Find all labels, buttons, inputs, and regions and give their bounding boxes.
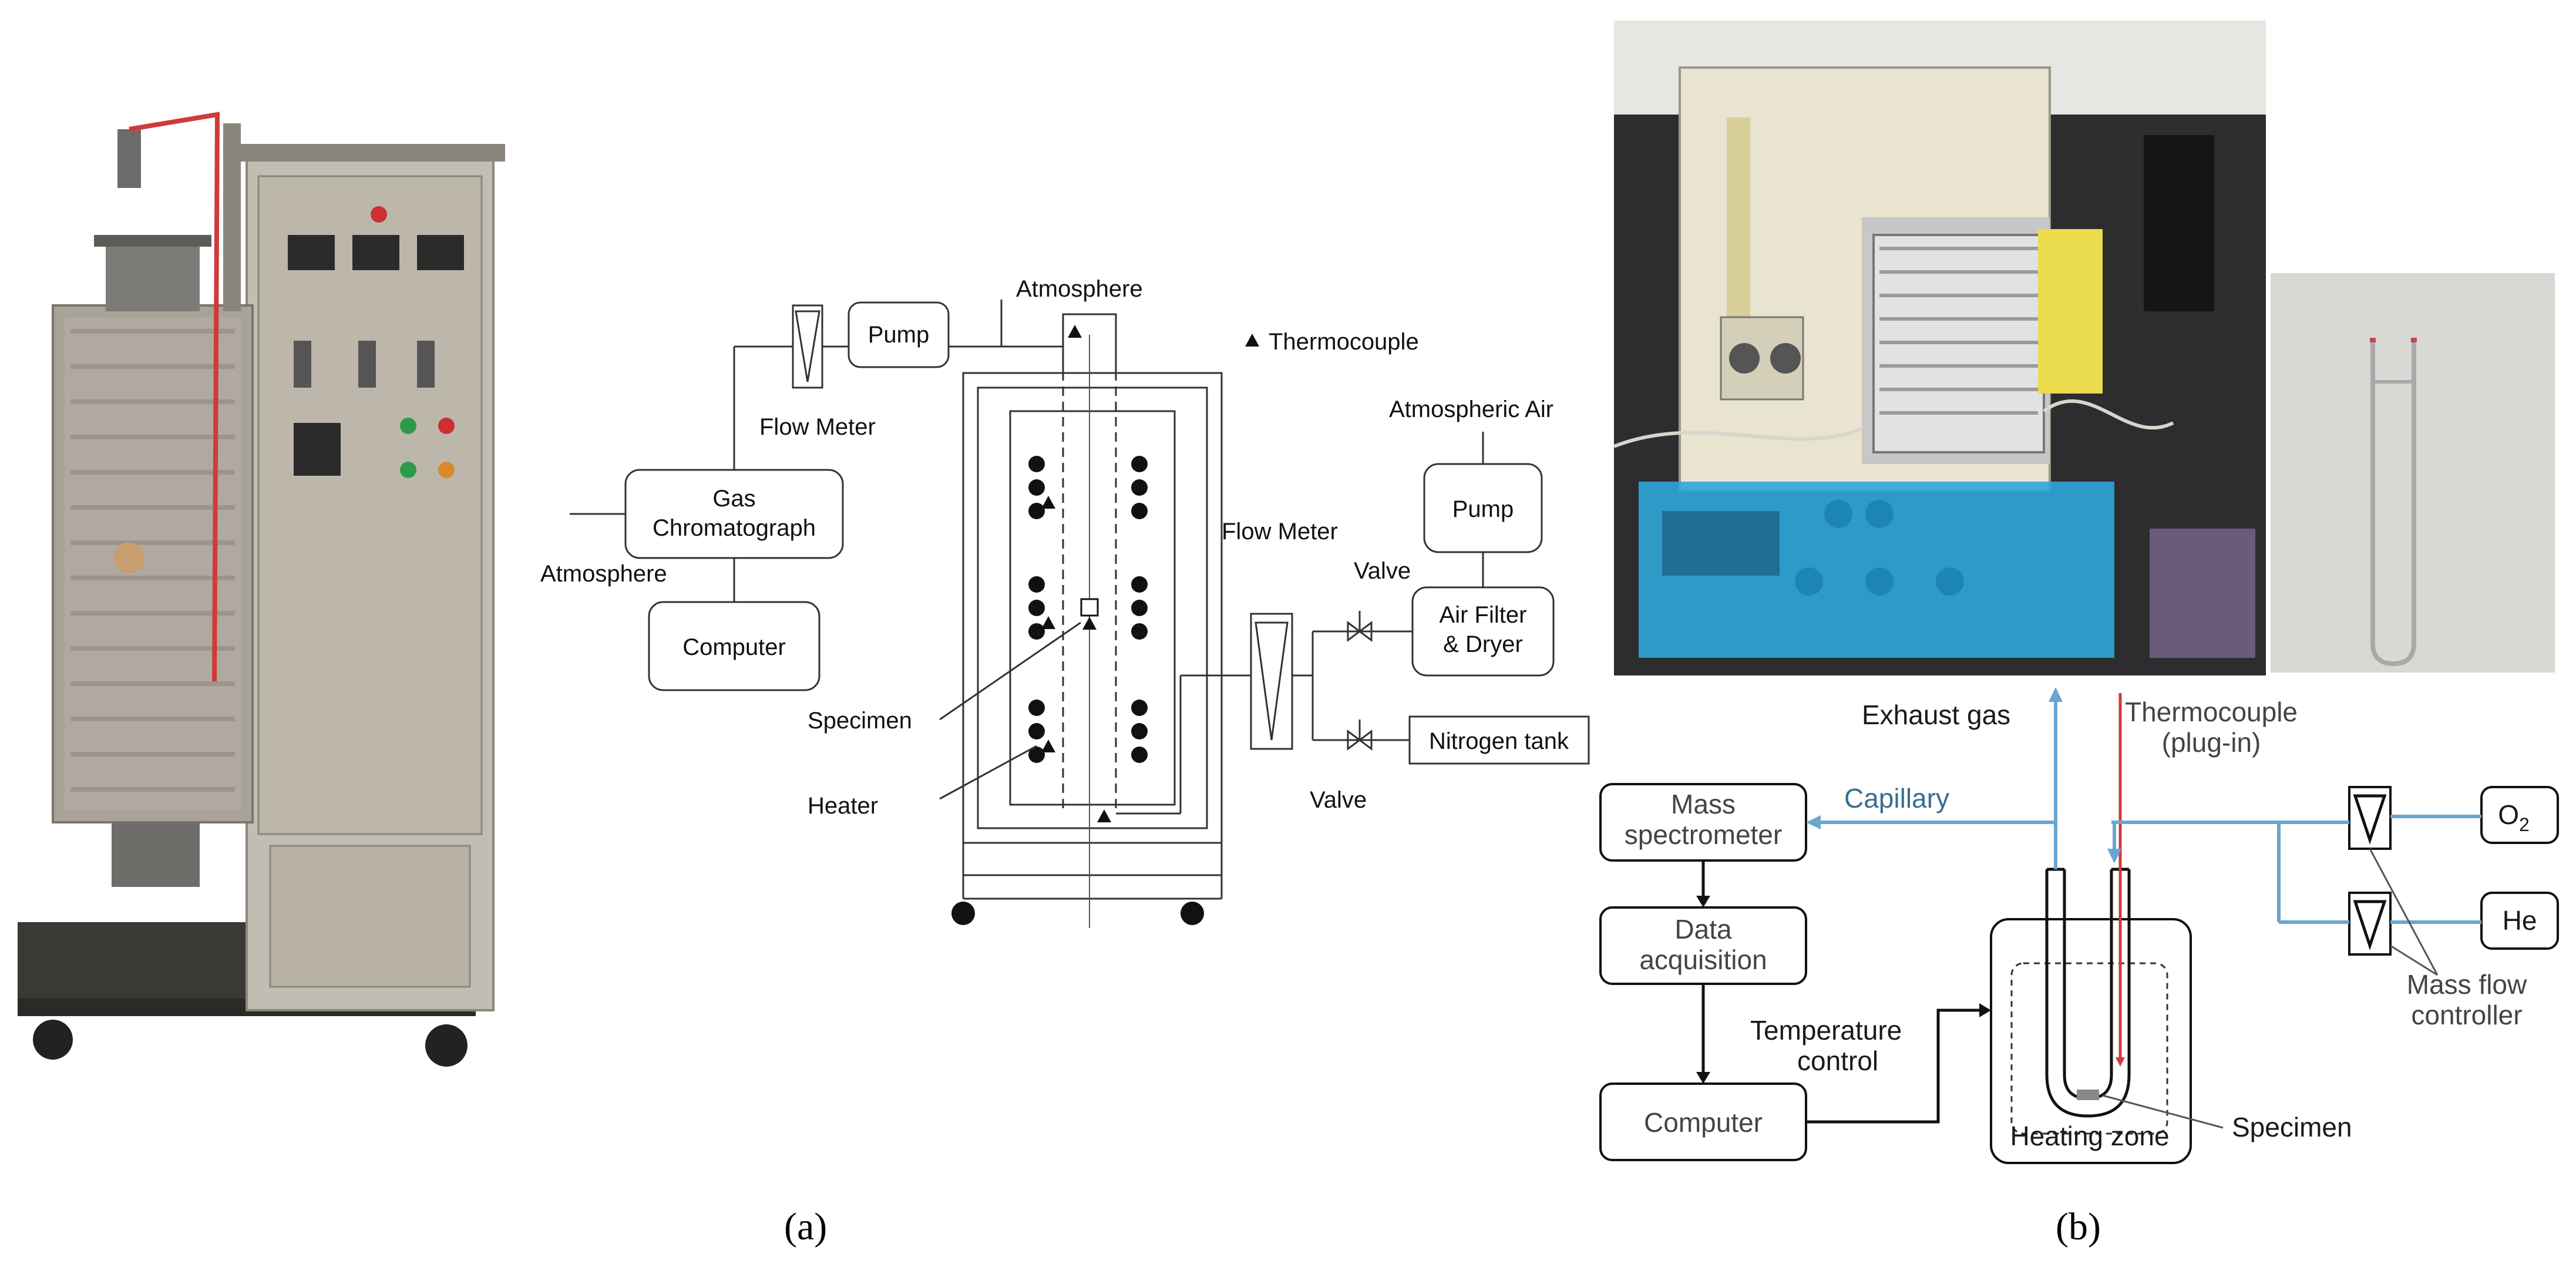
label-computer-a: Computer	[682, 634, 786, 660]
valve-top-symbol	[1347, 621, 1373, 642]
label-thermocouple-legend: Thermocouple	[1269, 329, 1419, 355]
wheel-right	[1181, 902, 1204, 925]
furnace-photo	[18, 112, 505, 1067]
heater-frame	[1009, 410, 1176, 806]
label-temp-control-line1: Temperature	[1750, 1015, 1902, 1046]
label-mass-spec-line1: Mass	[1671, 789, 1736, 819]
heater-elements	[1028, 456, 1148, 763]
label-pump-left: Pump	[868, 322, 930, 348]
label-o2: O2	[2498, 799, 2530, 835]
specimen-square	[1080, 598, 1099, 617]
thermocouple-wire-photo	[129, 112, 220, 682]
gas-chromatograph-box	[624, 469, 844, 559]
label-air-filter-line2: & Dryer	[1443, 631, 1523, 657]
label-gc-line2: Chromatograph	[653, 515, 816, 541]
specimen-plug	[2077, 1090, 2099, 1100]
label-computer-b: Computer	[1644, 1107, 1763, 1138]
u-tube-photo	[2271, 273, 2555, 673]
valve-bottom-symbol	[1347, 730, 1373, 751]
label-gc-line1: Gas	[712, 486, 755, 512]
label-thermocouple-line2: (plug-in)	[2162, 727, 2261, 758]
label-air-filter-line1: Air Filter	[1440, 602, 1527, 628]
caption-a: (a)	[784, 1205, 827, 1248]
label-mfc-line2: controller	[2411, 1000, 2522, 1030]
label-pump-right: Pump	[1452, 496, 1514, 522]
label-thermocouple-line1: Thermocouple	[2125, 697, 2298, 727]
heating-zone-dashed	[2010, 962, 2168, 1135]
label-specimen-b: Specimen	[2232, 1112, 2352, 1142]
label-mfc-line1: Mass flow	[2407, 969, 2527, 1000]
heating-zone-box	[1990, 918, 2192, 1164]
label-capillary: Capillary	[1844, 783, 1949, 813]
label-he: He	[2503, 905, 2537, 936]
label-atmosphere-left: Atmosphere	[540, 561, 667, 587]
label-valve-bottom: Valve	[1310, 787, 1367, 813]
label-data-acq-line2: acquisition	[1639, 944, 1767, 975]
instrument-photo	[1613, 21, 2266, 675]
nitrogen-tank-box	[1408, 715, 1590, 765]
schematic-b: Exhaust gas Thermocouple (plug-in) Mass …	[1599, 687, 2559, 1164]
label-flow-meter-right: Flow Meter	[1222, 519, 1338, 544]
label-nitrogen-tank: Nitrogen tank	[1429, 728, 1569, 754]
thermocouple-markers	[1041, 325, 1259, 822]
label-specimen-a: Specimen	[808, 708, 912, 734]
label-heating-zone: Heating zone	[2010, 1121, 2169, 1151]
caption-b: (b)	[2056, 1205, 2101, 1248]
label-flow-meter-left: Flow Meter	[759, 414, 876, 440]
label-mass-spec-line2: spectrometer	[1625, 819, 1782, 850]
label-atmosphere-top: Atmosphere	[1016, 276, 1143, 302]
label-valve-top: Valve	[1354, 558, 1411, 584]
pump-left-box	[848, 301, 950, 368]
label-data-acq-line1: Data	[1674, 914, 1732, 944]
label-temp-control-line2: control	[1797, 1046, 1878, 1076]
wheel-left	[951, 902, 975, 925]
label-exhaust-gas: Exhaust gas	[1862, 700, 2010, 730]
label-atmospheric-air: Atmospheric Air	[1389, 396, 1553, 422]
schematic-a: Atmosphere Thermocouple Pump Flow Meter …	[540, 276, 1590, 928]
label-heater: Heater	[808, 793, 878, 819]
